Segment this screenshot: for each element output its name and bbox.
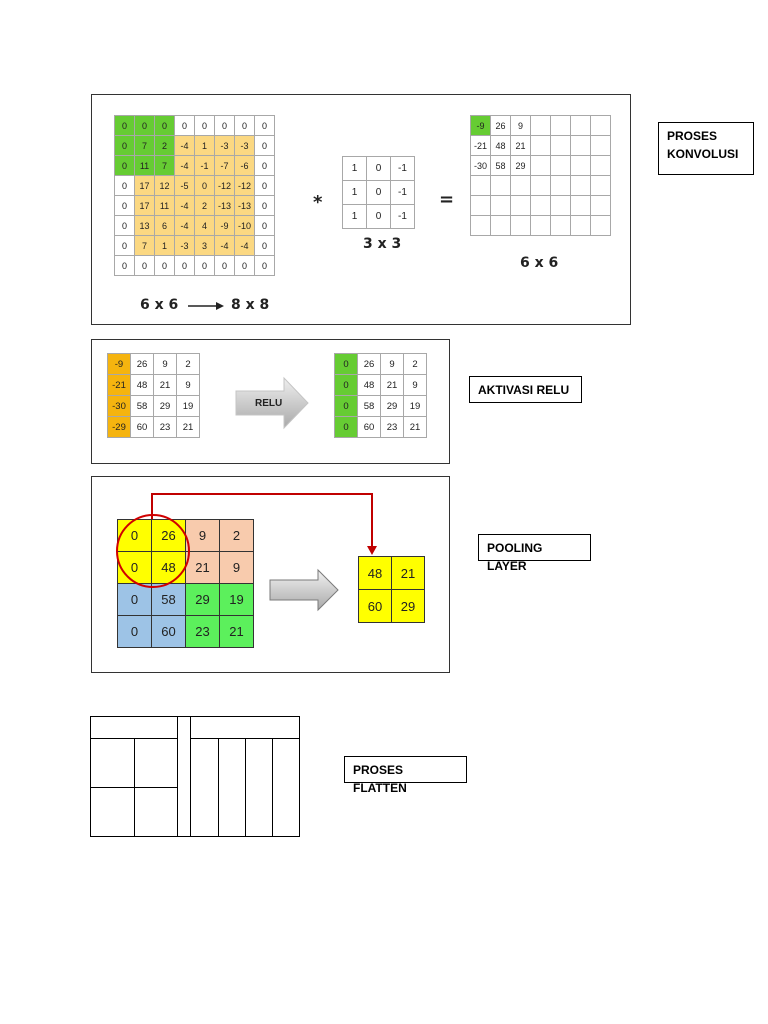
matrix-cell: -21	[107, 374, 131, 396]
flatten-label: PROSES FLATTEN	[344, 756, 467, 795]
matrix-cell: 0	[117, 551, 152, 584]
matrix-cell: 7	[134, 135, 155, 156]
matrix-cell: -4	[214, 235, 235, 256]
matrix-cell: 60	[358, 589, 392, 623]
matrix-cell: 9	[185, 519, 220, 552]
pooling-arrow-icon	[269, 568, 339, 612]
matrix-cell: 1	[154, 235, 175, 256]
matrix-cell: 1	[342, 180, 367, 205]
matrix-cell: 0	[134, 255, 155, 276]
matrix-cell: 7	[154, 155, 175, 176]
matrix-cell	[590, 215, 611, 236]
matrix-cell: 0	[254, 255, 275, 276]
convolution-operator: *	[313, 192, 323, 213]
matrix-cell: 9	[219, 551, 254, 584]
conv-input-caption-left: 6 x 6	[140, 297, 179, 313]
matrix-cell: -9	[470, 115, 491, 136]
relu-arrow-icon	[235, 376, 309, 430]
matrix-cell: -5	[174, 175, 195, 196]
matrix-cell: -1	[194, 155, 215, 176]
matrix-cell: 0	[334, 416, 358, 438]
matrix-cell: -7	[214, 155, 235, 176]
matrix-cell: -29	[107, 416, 131, 438]
matrix-cell: 21	[403, 416, 427, 438]
matrix-cell: 23	[185, 615, 220, 648]
matrix-cell: 29	[391, 589, 425, 623]
matrix-cell: 21	[185, 551, 220, 584]
conv-input-caption-right: 8 x 8	[231, 297, 270, 313]
matrix-cell: -3	[174, 235, 195, 256]
matrix-cell: 21	[219, 615, 254, 648]
matrix-cell: -4	[174, 135, 195, 156]
long-right-arrow-icon	[188, 302, 224, 310]
matrix-cell: 0	[114, 115, 135, 136]
matrix-cell: 60	[151, 615, 186, 648]
matrix-cell: -9	[107, 353, 131, 375]
matrix-cell: 0	[194, 175, 215, 196]
matrix-cell: 2	[154, 135, 175, 156]
matrix-cell: 21	[176, 416, 200, 438]
matrix-cell: 0	[114, 135, 135, 156]
matrix-cell: 26	[151, 519, 186, 552]
matrix-cell: 0	[117, 615, 152, 648]
matrix-cell: 0	[117, 519, 152, 552]
matrix-cell: 0	[134, 115, 155, 136]
relu-arrow-label: RELU	[255, 398, 283, 409]
matrix-cell: 2	[194, 195, 215, 216]
matrix-cell: 0	[366, 204, 391, 229]
flatten-diagram	[90, 716, 300, 837]
convolution-label: PROSES KONVOLUSI	[658, 122, 754, 175]
matrix-cell: 48	[358, 556, 392, 590]
matrix-cell: 21	[391, 556, 425, 590]
matrix-cell: -13	[214, 195, 235, 216]
equals-sign: =	[439, 189, 455, 210]
matrix-cell: 2	[176, 353, 200, 375]
relu-label: AKTIVASI RELU	[469, 376, 582, 403]
matrix-cell: 1	[194, 135, 215, 156]
kernel-caption: 3 x 3	[363, 236, 402, 252]
matrix-cell: 17	[134, 195, 155, 216]
pooling-label: POOLING LAYER	[478, 534, 591, 573]
matrix-cell: 48	[151, 551, 186, 584]
matrix-cell: -9	[214, 215, 235, 236]
matrix-cell: 19	[219, 583, 254, 616]
matrix-cell: 11	[134, 155, 155, 176]
matrix-cell: 2	[219, 519, 254, 552]
matrix-cell: 2	[403, 353, 427, 375]
output-caption: 6 x 6	[520, 255, 559, 271]
matrix-cell: 4	[194, 215, 215, 236]
matrix-cell: 23	[380, 416, 404, 438]
matrix-cell: 0	[214, 255, 235, 276]
matrix-cell: -1	[390, 204, 415, 229]
matrix-cell: 0	[334, 395, 358, 417]
matrix-cell: 1	[342, 204, 367, 229]
matrix-cell: 60	[357, 416, 381, 438]
matrix-cell: -4	[174, 215, 195, 236]
pooling-window-circle	[116, 514, 190, 588]
